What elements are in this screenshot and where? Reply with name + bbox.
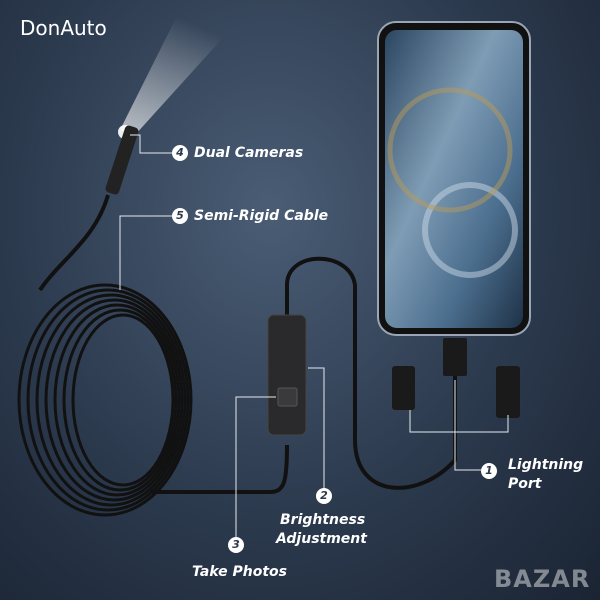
light-beam <box>120 10 230 135</box>
cable-coil <box>17 283 193 517</box>
callout-number-4: 4 <box>172 145 188 161</box>
callout-label-adjustment: Adjustment <box>276 531 367 547</box>
watermark: BAZAR <box>494 565 591 593</box>
callout-number-5: 5 <box>172 208 188 224</box>
camera-probe <box>105 125 139 195</box>
callout-label-brightness: Brightness <box>280 512 366 528</box>
callout-label-dual-cameras: Dual Cameras <box>194 145 304 161</box>
callout-label-semi-rigid-cable: Semi-Rigid Cable <box>194 208 329 224</box>
callout-lines <box>119 134 509 537</box>
callout-label-port: Port <box>508 476 542 492</box>
callout-number-1: 1 <box>481 463 497 479</box>
lightning-connector <box>443 338 467 376</box>
photo-button <box>277 387 298 407</box>
callout-number-3: 3 <box>228 537 244 553</box>
micro-usb-connector <box>392 366 415 410</box>
callout-label-lightning: Lightning <box>508 457 584 473</box>
callout-label-take-photos: Take Photos <box>192 564 288 580</box>
usb-c-connector <box>496 366 520 418</box>
brand-logo: DonAuto <box>20 16 107 40</box>
control-box <box>267 314 307 436</box>
callout-number-2: 2 <box>316 488 332 504</box>
